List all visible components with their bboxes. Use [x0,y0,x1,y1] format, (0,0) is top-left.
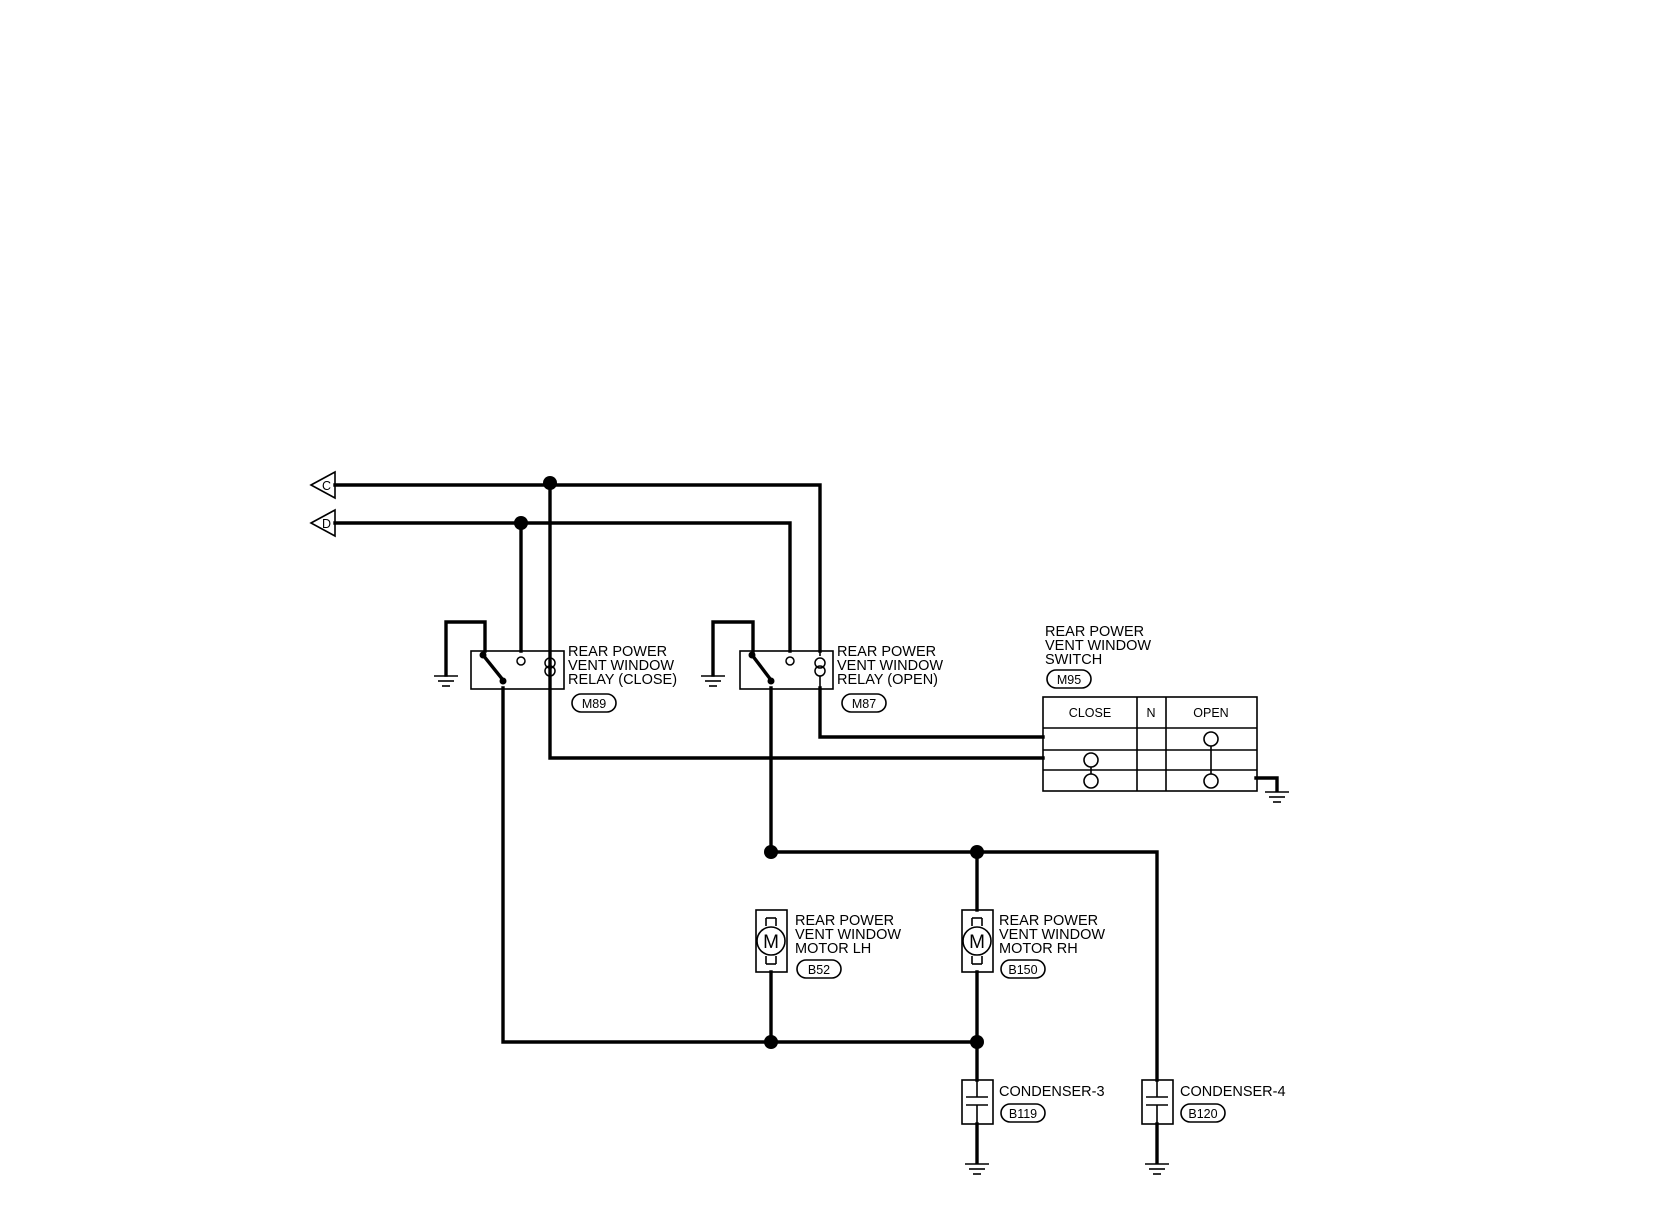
motor-rh-symbol: M [969,932,985,953]
motor-lh-label-2: VENT WINDOW [795,927,901,943]
switch-contacts [1083,731,1219,789]
ground-icon [1145,1163,1169,1175]
motor-lh-symbol: M [763,932,779,953]
switch-label-1: REAR POWER [1045,624,1144,640]
connector-c-terminal: C [309,470,336,500]
switch-connector: M95 [1057,673,1081,687]
motor-lh-label-3: MOTOR LH [795,941,871,957]
motor-rh-label-1: REAR POWER [999,913,1098,929]
condenser-3-label: CONDENSER-3 [999,1084,1105,1100]
relay-open-connector: M87 [852,697,876,711]
relay-open-label-3: RELAY (OPEN) [837,672,938,688]
motor-lh-connector: B52 [808,963,830,977]
relay-coil-icon [544,651,556,689]
relay-close-label-1: REAR POWER [568,644,667,660]
ground-icon [1265,791,1289,803]
relay-open-label-1: REAR POWER [837,644,936,660]
relay-switch-contact [480,652,506,683]
condenser-4-label: CONDENSER-4 [1180,1084,1286,1100]
switch-label-2: VENT WINDOW [1045,638,1151,654]
relay-open-label-2: VENT WINDOW [837,658,943,674]
vent-window-switch: REAR POWER VENT WINDOW SWITCH M95 CLOSE … [1042,624,1258,792]
motor-rh-connector: B150 [1008,963,1037,977]
connector-d-label: D [322,517,331,531]
motor-lh-label-1: REAR POWER [795,913,894,929]
condenser-3: CONDENSER-3 B119 [961,1079,1105,1125]
motor-rh-label-2: VENT WINDOW [999,927,1105,943]
relay-close-label-2: VENT WINDOW [568,658,674,674]
relay-close-connector: M89 [582,697,606,711]
motor-rh: M REAR POWER VENT WINDOW MOTOR RH B150 [961,909,1105,979]
motor-icon [962,926,992,956]
motor-lh: M REAR POWER VENT WINDOW MOTOR LH B52 [755,909,901,979]
switch-position-open: OPEN [1193,706,1228,720]
relay-close-label-3: RELAY (CLOSE) [568,672,677,688]
connector-c-label: C [322,479,331,493]
relay-open: REAR POWER VENT WINDOW RELAY (OPEN) M87 [739,644,943,713]
connector-d-terminal: D [309,508,336,538]
ground-icon [434,675,458,687]
ground-icon [701,675,725,687]
condenser-3-connector: B119 [1009,1107,1037,1121]
wires [333,483,1279,1164]
ground-icon [965,1163,989,1175]
condenser-4-connector: B120 [1188,1107,1217,1121]
relay-fixed-contact [785,656,795,666]
switch-position-n: N [1146,706,1155,720]
motor-rh-label-3: MOTOR RH [999,941,1078,957]
switch-position-close: CLOSE [1069,706,1111,720]
relay-fixed-contact [516,656,526,666]
relay-coil-icon [814,651,826,689]
switch-label-3: SWITCH [1045,652,1102,668]
motor-icon [756,926,786,956]
junction-dots [514,476,984,1049]
relay-switch-contact [749,652,774,683]
relay-close: REAR POWER VENT WINDOW RELAY (CLOSE) M89 [470,644,677,713]
condenser-4: CONDENSER-4 B120 [1141,1079,1286,1125]
